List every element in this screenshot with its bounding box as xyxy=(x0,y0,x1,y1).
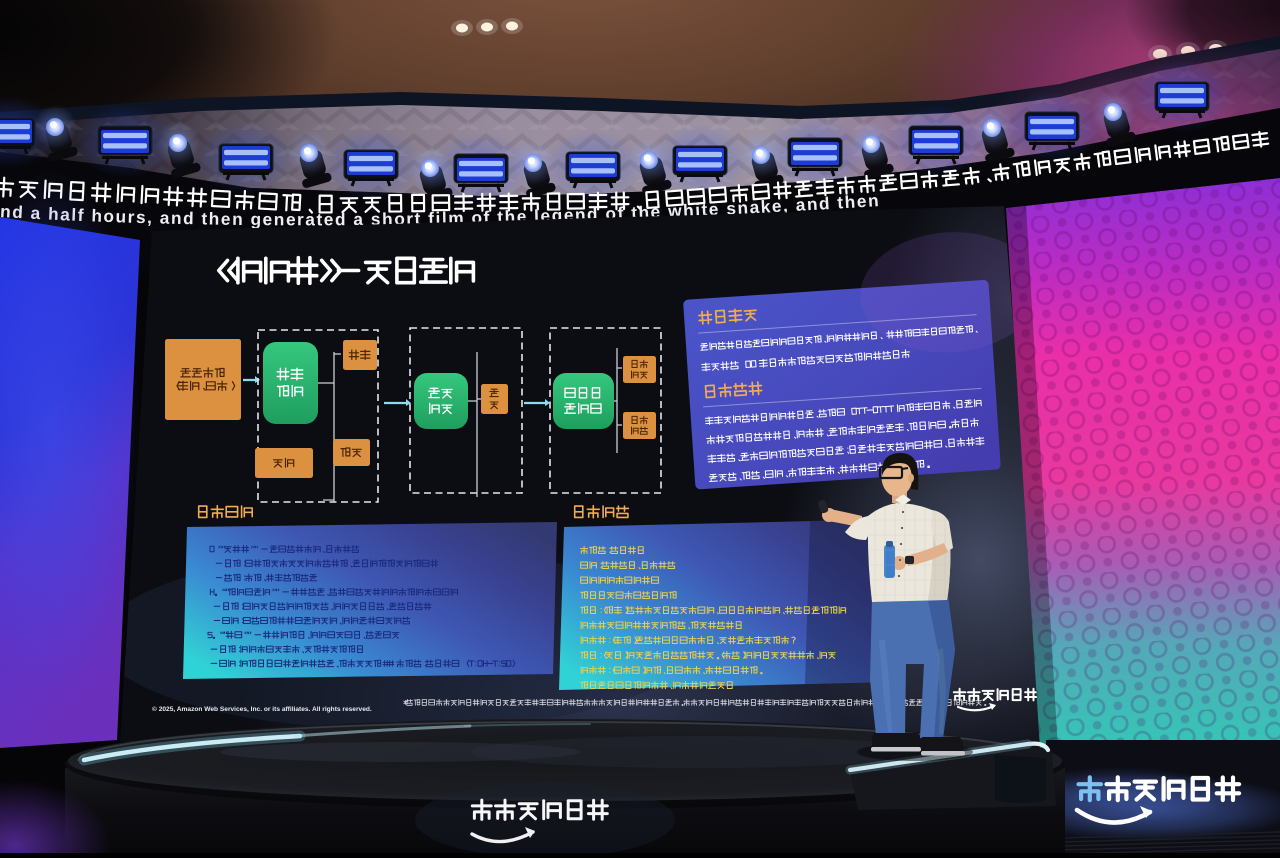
svg-text:© 2025, Amazon Web Services, I: © 2025, Amazon Web Services, Inc. or its… xyxy=(152,705,372,713)
